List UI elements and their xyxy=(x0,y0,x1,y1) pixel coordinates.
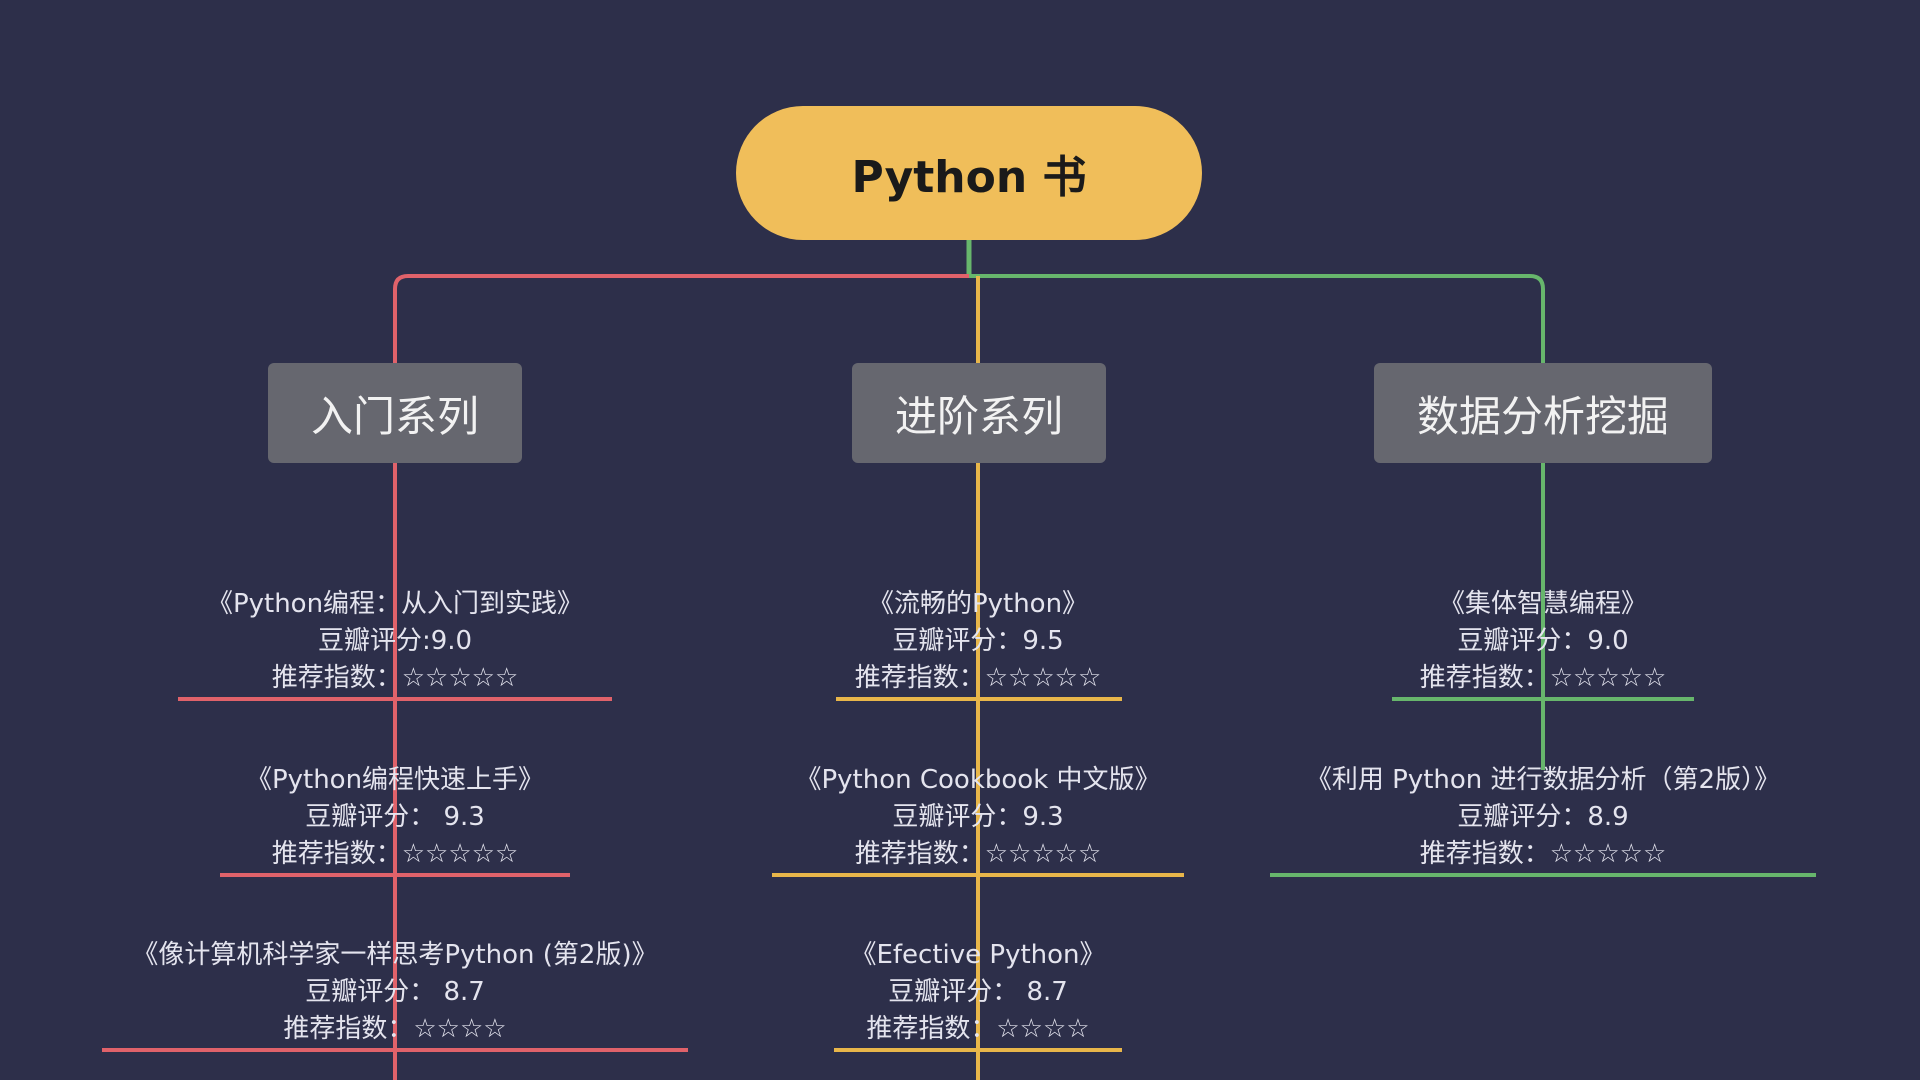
branch-line-data xyxy=(969,274,1545,770)
book-rating: 豆瓣评分：9.5 xyxy=(892,626,1064,656)
book-node[interactable]: 《利用 Python 进行数据分析（第2版）》 豆瓣评分：8.9 推荐指数：☆☆… xyxy=(1243,762,1843,873)
book-node[interactable]: 《像计算机科学家一样思考Python (第2版)》 豆瓣评分： 8.7 推荐指数… xyxy=(95,937,695,1048)
book-node[interactable]: 《流畅的Python》 豆瓣评分：9.5 推荐指数：☆☆☆☆☆ xyxy=(728,586,1228,697)
book-node[interactable]: 《集体智慧编程》 豆瓣评分：9.0 推荐指数：☆☆☆☆☆ xyxy=(1293,586,1793,697)
book-stars: 推荐指数：☆☆☆☆☆ xyxy=(854,663,1102,693)
book-rating: 豆瓣评分:9.0 xyxy=(317,626,473,656)
book-node[interactable]: 《Python编程：从入门到实践》 豆瓣评分:9.0 推荐指数：☆☆☆☆☆ xyxy=(145,586,645,697)
root-topic-node[interactable]: Python 书 xyxy=(736,106,1202,240)
book-rating: 豆瓣评分： 9.3 xyxy=(305,802,485,832)
book-stars: 推荐指数：☆☆☆☆☆ xyxy=(854,839,1102,869)
book-rating: 豆瓣评分： 8.7 xyxy=(305,977,485,1007)
book-title: 《利用 Python 进行数据分析（第2版）》 xyxy=(1305,765,1781,795)
book-stars: 推荐指数：☆☆☆☆☆ xyxy=(271,663,519,693)
book-rating: 豆瓣评分：9.0 xyxy=(1457,626,1629,656)
book-title: 《流畅的Python》 xyxy=(867,589,1089,619)
book-title: 《Python编程：从入门到实践》 xyxy=(206,589,584,619)
book-stars: 推荐指数：☆☆☆☆ xyxy=(283,1014,507,1044)
book-stars: 推荐指数：☆☆☆☆☆ xyxy=(1419,839,1667,869)
book-rating: 豆瓣评分：9.3 xyxy=(892,802,1064,832)
category-node-advanced[interactable]: 进阶系列 xyxy=(852,363,1106,463)
book-stars: 推荐指数：☆☆☆☆☆ xyxy=(271,839,519,869)
book-rating: 豆瓣评分： 8.7 xyxy=(888,977,1068,1007)
book-node[interactable]: 《Python Cookbook 中文版》 豆瓣评分：9.3 推荐指数：☆☆☆☆… xyxy=(728,762,1228,873)
branch-line-intro xyxy=(393,274,969,1080)
book-stars: 推荐指数：☆☆☆☆☆ xyxy=(1419,663,1667,693)
book-rating: 豆瓣评分：8.9 xyxy=(1457,802,1629,832)
book-stars: 推荐指数：☆☆☆☆ xyxy=(866,1014,1090,1044)
book-title: 《集体智慧编程》 xyxy=(1438,589,1647,619)
category-node-data[interactable]: 数据分析挖掘 xyxy=(1374,363,1712,463)
book-node[interactable]: 《Efective Python》 豆瓣评分： 8.7 推荐指数：☆☆☆☆ xyxy=(728,937,1228,1048)
book-title: 《像计算机科学家一样思考Python (第2版)》 xyxy=(132,940,658,970)
book-title: 《Python Cookbook 中文版》 xyxy=(795,765,1161,795)
category-node-intro[interactable]: 入门系列 xyxy=(268,363,522,463)
book-title: 《Efective Python》 xyxy=(850,940,1106,970)
book-node[interactable]: 《Python编程快速上手》 豆瓣评分： 9.3 推荐指数：☆☆☆☆☆ xyxy=(145,762,645,873)
book-title: 《Python编程快速上手》 xyxy=(245,765,545,795)
